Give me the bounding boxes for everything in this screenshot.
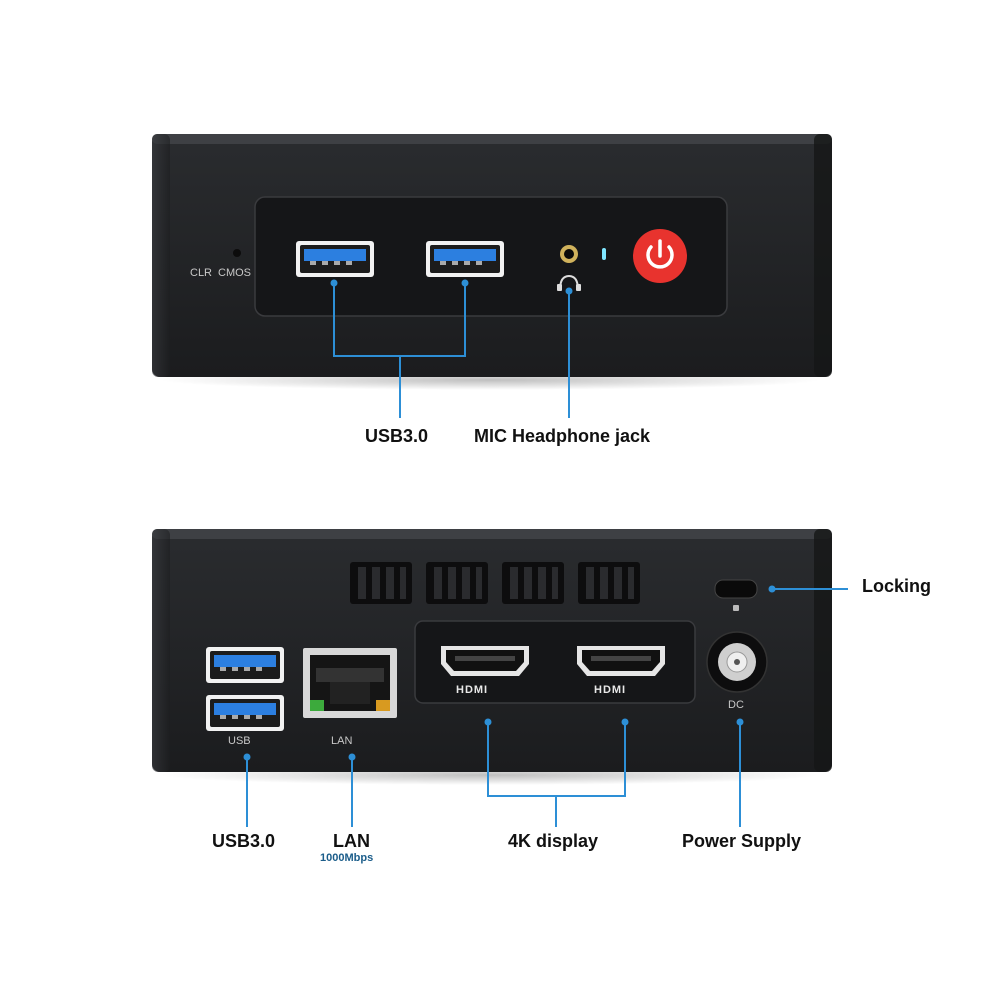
hdmi-port-2[interactable]: [577, 646, 665, 676]
power-supply-label: Power Supply: [682, 831, 802, 851]
front-usb-label: USB3.0: [365, 426, 429, 446]
locking-label: Locking: [862, 576, 932, 596]
vent-grill: [350, 562, 640, 604]
dc-jack[interactable]: [706, 631, 768, 693]
power-icon: [646, 245, 674, 269]
status-led: [602, 248, 606, 260]
usb-port-label: USB: [228, 735, 251, 747]
front-unit: CLR CMOS: [152, 134, 832, 418]
lan-port-label: LAN: [331, 735, 352, 747]
lan-label: LAN: [333, 831, 370, 851]
lan-speed-label: 1000Mbps: [320, 852, 374, 864]
front-usb-port-1[interactable]: [296, 241, 374, 277]
clr-cmos-hole[interactable]: [233, 249, 241, 257]
front-usb-callout: [333, 283, 466, 418]
dc-label: DC: [728, 699, 744, 711]
lan-port[interactable]: [303, 648, 397, 718]
power-button[interactable]: [633, 229, 687, 283]
mic-headphone-label: MIC Headphone jack: [474, 426, 651, 446]
lock-icon: [733, 605, 739, 611]
front-usb-port-2[interactable]: [426, 241, 504, 277]
display-label: 4K display: [508, 831, 599, 851]
clr-label: CLR: [190, 267, 212, 279]
hdmi-port-1[interactable]: [441, 646, 529, 676]
back-unit: USB LAN HDMI HDMI: [152, 529, 848, 827]
hdmi-label-1: HDMI: [456, 684, 488, 696]
back-usb-label: USB3.0: [212, 831, 276, 851]
lock-slot[interactable]: [714, 579, 758, 611]
back-usb-port-1[interactable]: [206, 647, 284, 683]
back-usb-port-2[interactable]: [206, 695, 284, 731]
cmos-label: CMOS: [218, 267, 251, 279]
hdmi-label-2: HDMI: [594, 684, 626, 696]
headphone-jack-icon[interactable]: [557, 245, 581, 291]
